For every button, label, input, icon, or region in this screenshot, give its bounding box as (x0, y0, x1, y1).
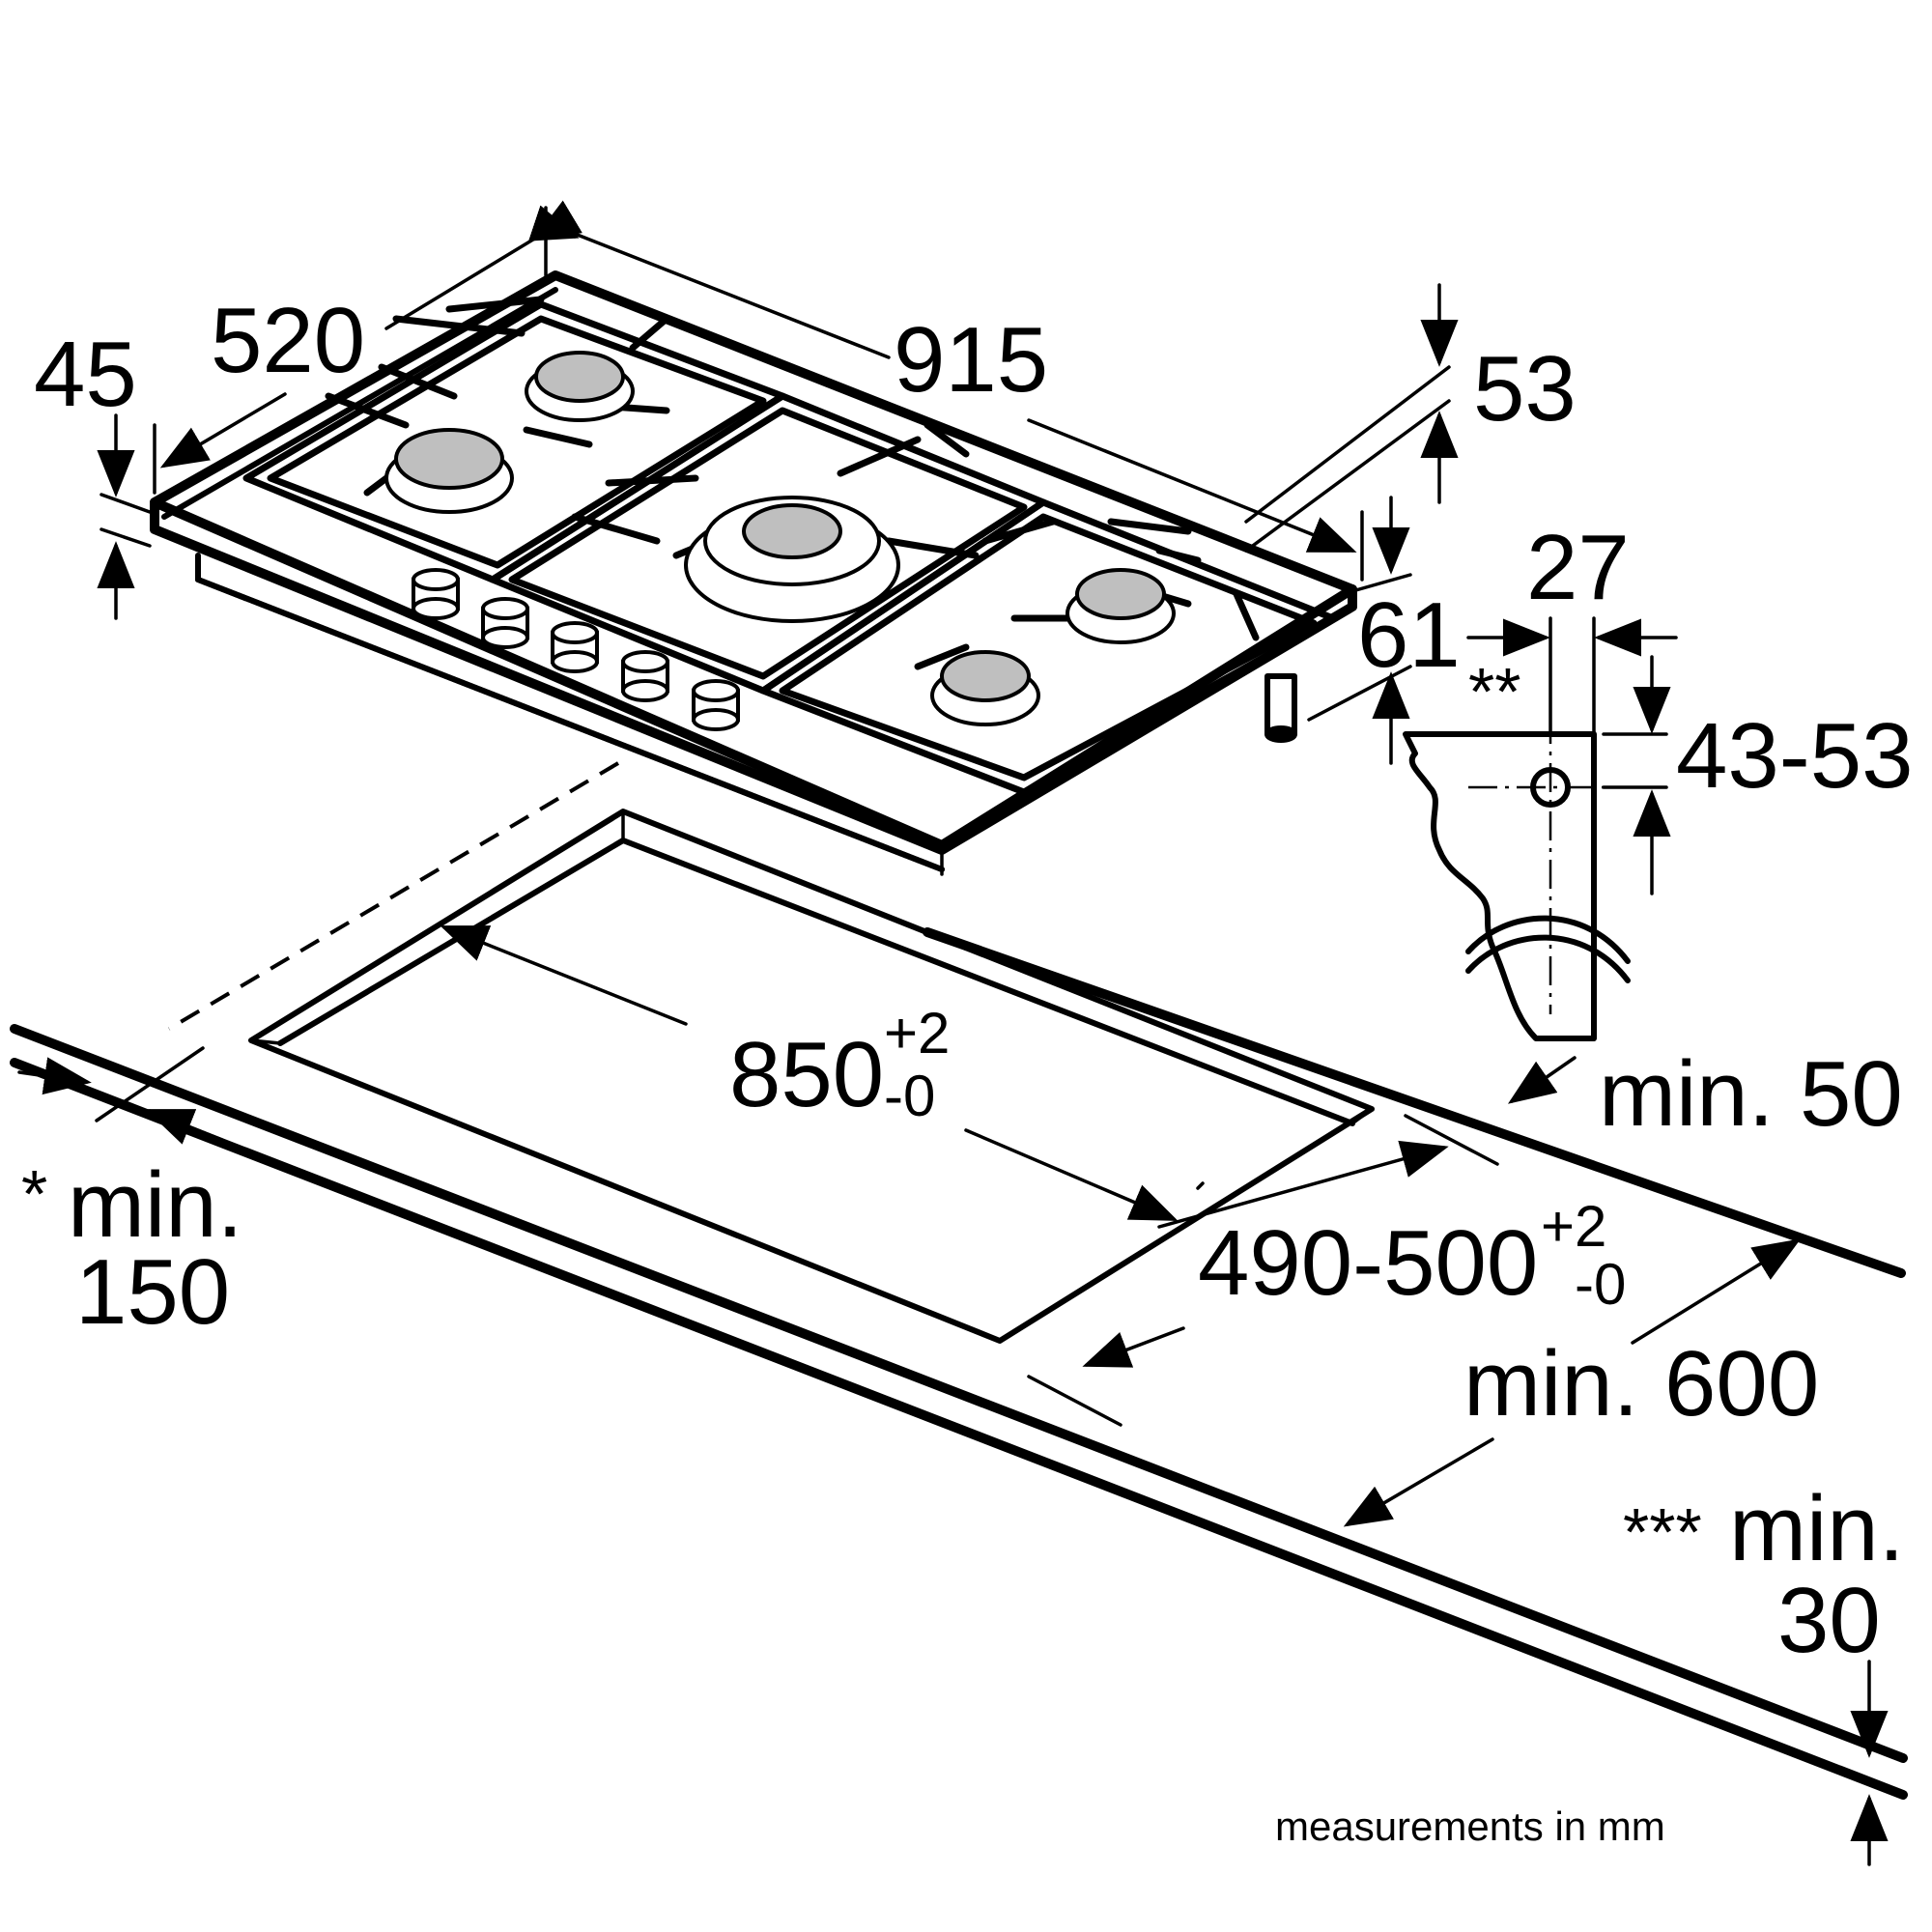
knob-1-icon (412, 568, 460, 620)
hob-width-label: 915 (894, 308, 1048, 412)
knob-5-icon (692, 679, 740, 731)
worktop-cutout (248, 809, 1375, 1344)
hob-height-label: 45 (34, 323, 137, 426)
side-clearance-star: * (21, 1156, 47, 1232)
hob-depth-label: 520 (211, 289, 365, 392)
knob-2-icon (481, 597, 529, 649)
cutout-depth-label: 490-500 (1198, 1211, 1538, 1315)
worktop-thickness-star: *** (1623, 1494, 1702, 1570)
double-star-note: ** (1468, 654, 1520, 729)
knob-3-icon (551, 621, 599, 673)
knob-4-icon (621, 650, 669, 702)
cutout-depth-tol-plus: +2 (1541, 1194, 1606, 1259)
cutout-width-tol-minus: -0 (884, 1064, 935, 1128)
control-knobs (412, 568, 740, 731)
cutout-width-tol-plus: +2 (884, 1001, 950, 1065)
gas-connection-height-label: 43-53 (1676, 704, 1914, 808)
worktop-depth-label: min. 600 (1463, 1332, 1819, 1435)
burner-front-right (930, 650, 1040, 726)
hob-rear-offset-label: 53 (1473, 337, 1577, 440)
burner-rear-right (1065, 568, 1176, 644)
side-clearance-value: 150 (75, 1240, 230, 1344)
burner-rear-left (525, 351, 635, 422)
gas-hob (150, 270, 1357, 876)
gas-connection-offset-label: 27 (1526, 516, 1630, 619)
rear-clearance-label: min. 50 (1599, 1042, 1903, 1146)
worktop-thickness-label: min. (1729, 1477, 1904, 1580)
dimension-lines (17, 200, 1889, 1866)
cutout-width-label: 850 (729, 1023, 884, 1126)
measurements-caption: measurements in mm (1275, 1804, 1665, 1849)
side-clearance-label: min. (68, 1153, 242, 1257)
gas-connection-detail (1403, 616, 1668, 1041)
grate-right (759, 498, 1337, 796)
hob-right-offset-label: 61 (1357, 583, 1461, 687)
cutout-depth-tol-minus: -0 (1575, 1252, 1626, 1317)
worktop-thickness-value: 30 (1777, 1569, 1881, 1672)
burner-wok (684, 496, 900, 623)
burner-front-left (384, 428, 514, 514)
worktop (10, 761, 1908, 1800)
dimension-labels: 45 520 915 53 61 27 ** 43-53 850 +2 -0 4… (21, 289, 1914, 1849)
